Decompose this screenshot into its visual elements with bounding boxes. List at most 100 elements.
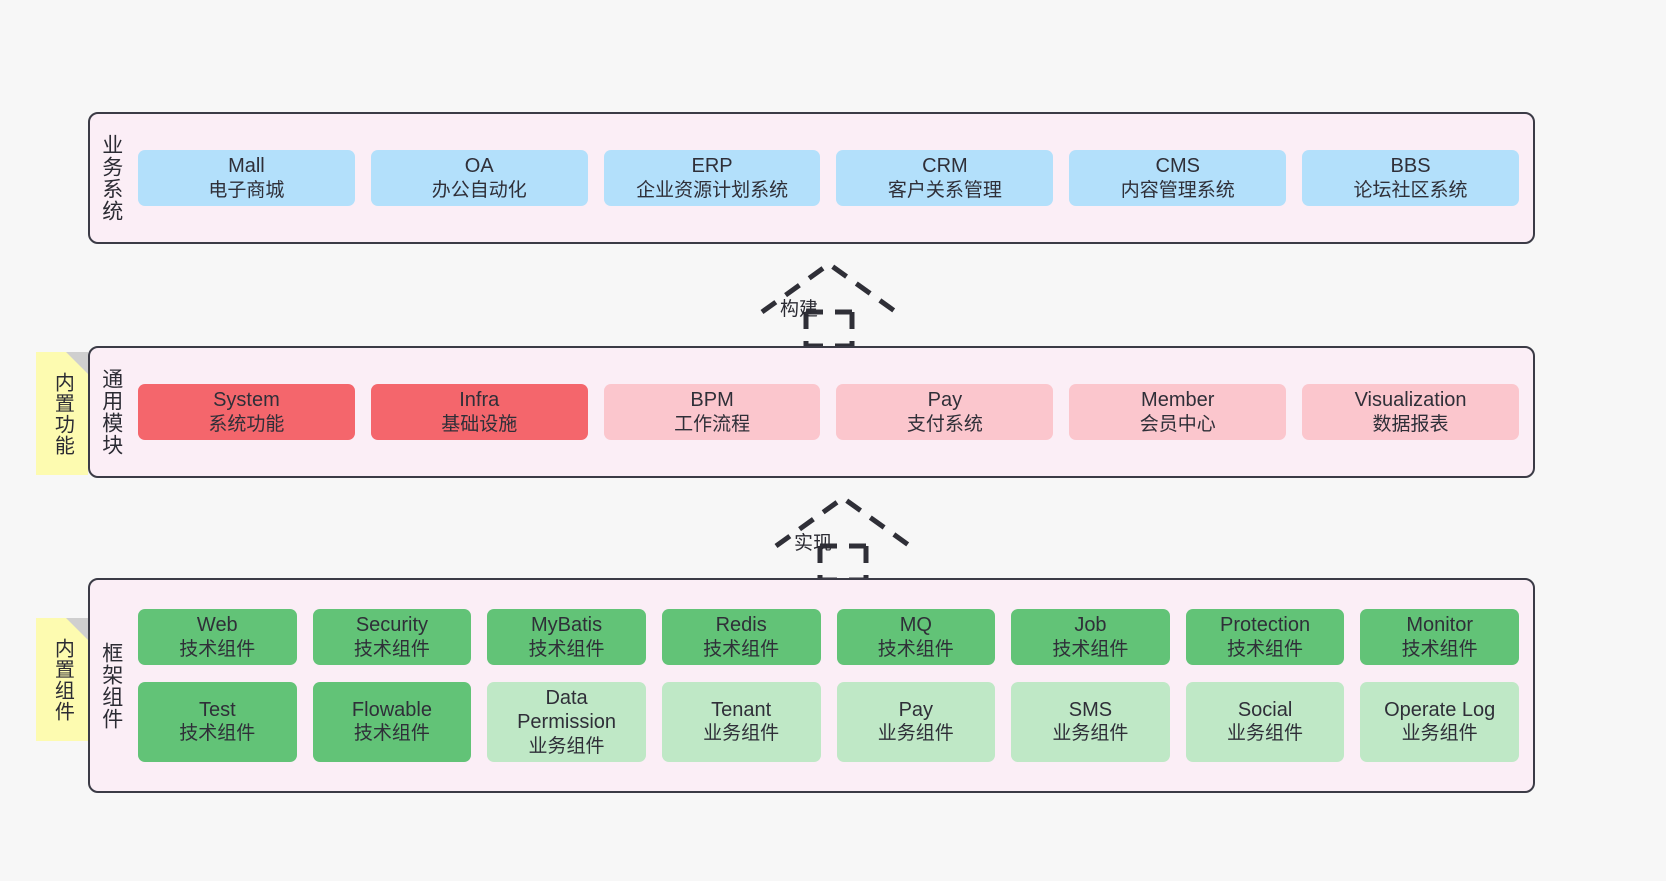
card-infra[interactable]: Infra 基础设施 — [370, 384, 588, 440]
card-title-en: Infra — [459, 389, 500, 412]
note-label: 内置功能 — [51, 371, 74, 456]
card-title-cn: 技术组件 — [1227, 638, 1304, 660]
card-title-cn: 企业资源计划系统 — [636, 179, 789, 201]
card-title-cn: 电子商城 — [208, 179, 285, 201]
card-crm[interactable]: CRM 客户关系管理 — [836, 150, 1054, 206]
card-title-cn: 内容管理系统 — [1120, 179, 1235, 201]
card-erp[interactable]: ERP 企业资源计划系统 — [603, 150, 821, 206]
card-data-permission[interactable]: Data Permission 业务组件 — [487, 681, 646, 762]
layer-caption-common-modules: 通用模块 — [99, 368, 123, 456]
card-tenant[interactable]: Tenant 业务组件 — [661, 681, 821, 762]
card-monitor[interactable]: Monitor 技术组件 — [1360, 609, 1519, 665]
layer-caption-business-systems: 业务系统 — [99, 134, 123, 222]
card-bbs[interactable]: BBS 论坛社区系统 — [1302, 150, 1519, 206]
card-title-cn: 业务组件 — [1227, 723, 1304, 745]
card-bpm[interactable]: BPM 工作流程 — [603, 384, 821, 440]
card-title-en: Data Permission — [517, 686, 617, 734]
card-title-cn: 业务组件 — [1401, 723, 1478, 745]
note-fold-corner — [66, 352, 88, 374]
card-title-en: Security — [355, 614, 429, 637]
card-title-en: Redis — [715, 614, 767, 637]
card-title-en: MQ — [899, 614, 932, 637]
card-title-en: Member — [1141, 389, 1215, 412]
card-row: System 系统功能 Infra 基础设施 BPM 工作流程 Pay 支付系统… — [138, 384, 1519, 440]
note-builtin-components: 内置组件 — [36, 618, 88, 741]
card-title-en: Job — [1074, 614, 1107, 637]
card-title-en: MyBatis — [531, 614, 603, 637]
card-title-cn: 业务组件 — [703, 723, 780, 745]
card-title-cn: 技术组件 — [877, 638, 954, 660]
layer-framework-components: 框架组件 Web 技术组件 Security 技术组件 MyBatis 技术组件… — [88, 578, 1535, 793]
card-title-en: BBS — [1390, 155, 1431, 178]
card-title-cn: 办公自动化 — [431, 179, 527, 201]
card-title-en: Social — [1237, 698, 1293, 721]
connector-label-implement: 实现 — [794, 533, 833, 554]
card-operate-log[interactable]: Operate Log 业务组件 — [1360, 681, 1519, 762]
card-title-cn: 业务组件 — [877, 723, 954, 745]
card-title-en: Flowable — [351, 698, 432, 721]
layer-business-systems: 业务系统 Mall 电子商城 OA 办公自动化 ERP 企业资源计划系统 CRM… — [88, 112, 1535, 244]
card-mq[interactable]: MQ 技术组件 — [836, 609, 996, 665]
card-title-en: BPM — [690, 389, 734, 412]
card-title-en: CMS — [1155, 155, 1200, 178]
layer-caption-framework-components: 框架组件 — [99, 641, 123, 730]
card-oa[interactable]: OA 办公自动化 — [370, 150, 588, 206]
card-title-cn: 技术组件 — [528, 638, 605, 660]
card-title-en: Protection — [1220, 614, 1311, 637]
layer-body-business-systems: Mall 电子商城 OA 办公自动化 ERP 企业资源计划系统 CRM 客户关系… — [132, 114, 1533, 242]
card-title-cn: 基础设施 — [441, 413, 518, 435]
card-title-cn: 支付系统 — [906, 413, 983, 435]
card-test[interactable]: Test 技术组件 — [138, 681, 297, 762]
card-title-cn: 技术组件 — [179, 638, 256, 660]
connector-implement: 实现 — [772, 492, 914, 582]
card-title-en: OA — [464, 155, 494, 178]
card-title-cn: 技术组件 — [353, 638, 430, 660]
card-title-cn: 客户关系管理 — [887, 179, 1002, 201]
card-title-en: Tenant — [711, 698, 772, 721]
card-title-en: SMS — [1068, 698, 1113, 721]
card-title-en: Test — [198, 698, 236, 721]
connector-build: 构建 — [758, 258, 900, 348]
layer-body-common-modules: System 系统功能 Infra 基础设施 BPM 工作流程 Pay 支付系统… — [132, 348, 1533, 476]
card-title-cn: 技术组件 — [353, 723, 430, 745]
card-mall[interactable]: Mall 电子商城 — [138, 150, 355, 206]
card-row: Test 技术组件 Flowable 技术组件 Data Permission … — [138, 681, 1519, 762]
card-social[interactable]: Social 业务组件 — [1185, 681, 1345, 762]
layer-body-framework-components: Web 技术组件 Security 技术组件 MyBatis 技术组件 Redi… — [132, 580, 1533, 791]
card-title-cn: 业务组件 — [1052, 723, 1129, 745]
note-label: 内置组件 — [51, 637, 74, 722]
card-pay-component[interactable]: Pay 业务组件 — [836, 681, 996, 762]
card-title-cn: 系统功能 — [208, 413, 285, 435]
card-protection[interactable]: Protection 技术组件 — [1185, 609, 1345, 665]
card-web[interactable]: Web 技术组件 — [138, 609, 297, 665]
note-fold-corner — [66, 618, 88, 640]
card-flowable[interactable]: Flowable 技术组件 — [312, 681, 472, 762]
card-title-cn: 会员中心 — [1139, 413, 1216, 435]
card-row: Mall 电子商城 OA 办公自动化 ERP 企业资源计划系统 CRM 客户关系… — [138, 150, 1519, 206]
card-title-cn: 技术组件 — [179, 723, 256, 745]
card-redis[interactable]: Redis 技术组件 — [661, 609, 821, 665]
card-mybatis[interactable]: MyBatis 技术组件 — [487, 609, 646, 665]
note-builtin-functions: 内置功能 — [36, 352, 88, 475]
card-title-en: Pay — [898, 698, 934, 721]
card-title-en: ERP — [691, 155, 733, 178]
card-pay-module[interactable]: Pay 支付系统 — [836, 384, 1054, 440]
connector-label-build: 构建 — [780, 299, 819, 320]
card-title-cn: 技术组件 — [1052, 638, 1129, 660]
card-title-en: CRM — [922, 155, 968, 178]
card-security[interactable]: Security 技术组件 — [312, 609, 472, 665]
card-title-cn: 数据报表 — [1372, 413, 1449, 435]
card-member[interactable]: Member 会员中心 — [1069, 384, 1287, 440]
card-sms[interactable]: SMS 业务组件 — [1011, 681, 1170, 762]
card-title-en: Visualization — [1354, 389, 1467, 412]
card-job[interactable]: Job 技术组件 — [1011, 609, 1170, 665]
card-title-cn: 论坛社区系统 — [1353, 179, 1468, 201]
card-visualization[interactable]: Visualization 数据报表 — [1302, 384, 1519, 440]
card-title-en: Mall — [228, 155, 265, 178]
card-title-en: Monitor — [1406, 614, 1474, 637]
card-title-en: System — [213, 389, 280, 412]
card-cms[interactable]: CMS 内容管理系统 — [1069, 150, 1287, 206]
card-title-en: Pay — [927, 389, 963, 412]
card-system[interactable]: System 系统功能 — [138, 384, 355, 440]
